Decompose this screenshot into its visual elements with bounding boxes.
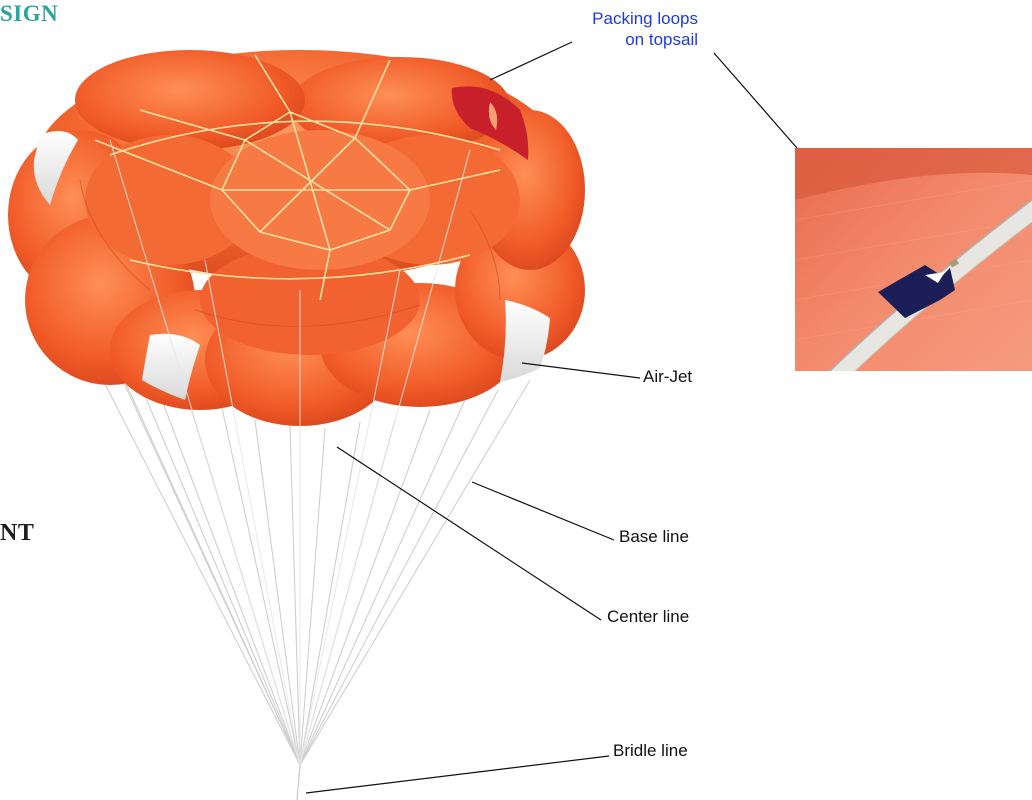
callout-packing-loops: Packing loops on topsail [592, 8, 698, 51]
callout-air-jet: Air-Jet [643, 366, 692, 387]
callout-center-line: Center line [607, 606, 689, 627]
callout-packing-loops-line2: on topsail [592, 29, 698, 50]
callout-base-line: Base line [619, 526, 689, 547]
callout-bridle-line: Bridle line [613, 740, 688, 761]
callout-packing-loops-line1: Packing loops [592, 8, 698, 29]
section-heading-nt: NT [0, 521, 34, 545]
canopy [8, 50, 585, 426]
section-heading-design: SIGN [0, 2, 58, 25]
bridle-line-stroke [297, 765, 300, 800]
detail-inset [795, 148, 1032, 371]
